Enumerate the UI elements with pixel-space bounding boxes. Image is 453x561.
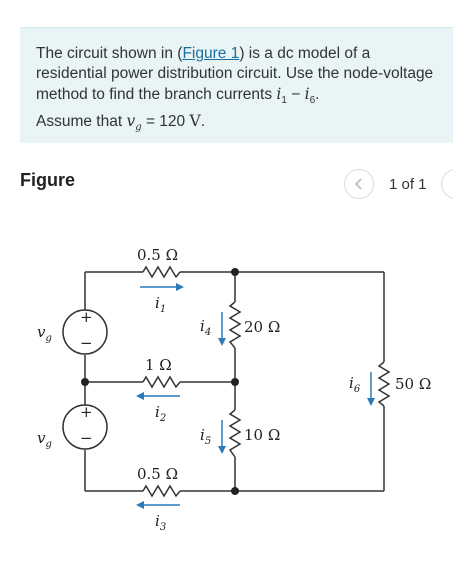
problem-text-1: The circuit shown in ( [36,45,183,62]
label-r-bottom: 0.5 Ω [137,465,178,483]
figure-title: Figure [20,170,76,190]
problem-statement: The circuit shown in (Figure 1) is a dc … [20,27,453,143]
node-bottom-center [231,487,239,495]
label-r-50: 50 Ω [395,375,431,393]
label-i1: i1 [155,294,166,315]
label-r-top: 0.5 Ω [137,246,178,264]
problem-text-2: ) is a dc model of a residential power d… [36,45,434,103]
node-mid-left [81,378,89,386]
resistor-bottom [142,484,181,498]
vg-label-top: vg [37,323,52,344]
i1-subscript: 1 [281,95,287,107]
voltage-source-bottom [62,404,108,450]
plus-sign-bottom: + [80,403,93,421]
resistor-50 [377,361,391,407]
vg-label-bottom: vg [37,429,52,450]
resistor-10 [228,409,242,458]
voltage-source-top [62,309,108,355]
end-period: . [200,113,205,131]
node-top-center [231,268,239,276]
minus-sign-top: − [80,334,93,352]
assume-text: Assume that [36,113,127,131]
circuit-diagram: + − + − vg vg 0.5 Ω 1 Ω 0.5 Ω 20 Ω 10 Ω … [37,246,431,533]
previous-figure-button[interactable] [344,169,374,199]
next-figure-button[interactable] [441,169,453,199]
label-i6: i6 [349,374,361,395]
label-i2: i2 [155,403,166,424]
unit-volt: V [189,112,201,131]
resistor-20 [228,301,242,349]
plus-sign-top: + [80,308,93,326]
period: . [315,86,320,103]
label-r-20: 20 Ω [244,318,280,336]
dash: − [286,86,305,103]
i6-subscript: 6 [309,95,316,107]
label-r-10: 10 Ω [244,426,280,444]
i1-symbol: i [276,85,282,103]
figure-link[interactable]: Figure 1 [182,45,240,62]
i6-symbol: i [304,85,310,103]
vg-symbol: v [126,112,136,131]
label-r-middle: 1 Ω [145,356,172,374]
node-mid-center [231,378,239,386]
label-i5: i5 [200,426,211,447]
wires [84,271,385,492]
label-i4: i4 [200,317,211,338]
figure-pager-text: 1 of 1 [389,176,427,193]
label-i3: i3 [155,512,166,533]
minus-sign-bottom: − [80,429,93,447]
equals-text: = 120 [141,113,190,131]
chevron-left-icon [354,178,362,190]
vg-subscript: g [135,122,142,134]
resistor-middle [142,375,181,389]
resistor-top [142,265,181,279]
